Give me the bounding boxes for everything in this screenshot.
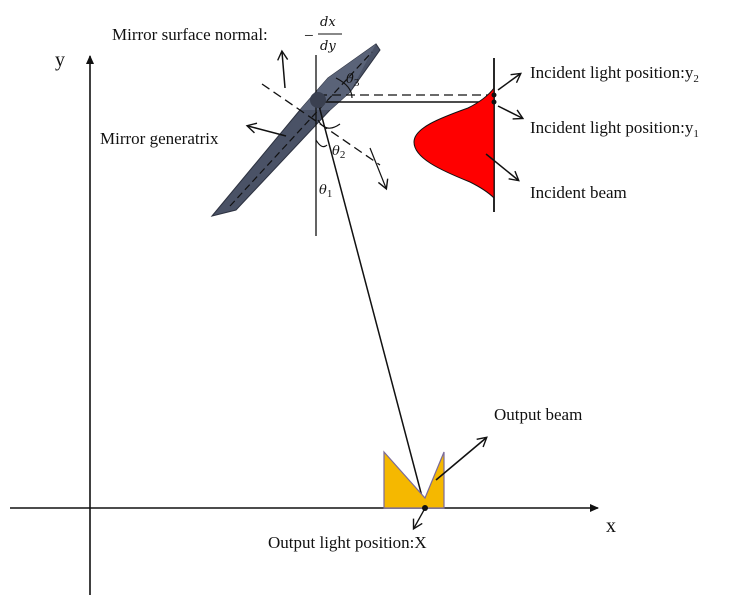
mirror-generatrix-label: Mirror generatrix <box>100 129 219 148</box>
x-axis-label: x <box>606 515 616 537</box>
mirror-normal-arrow <box>277 49 289 89</box>
theta1-arc <box>315 139 328 148</box>
theta2-arc <box>317 119 341 129</box>
output-beam-arrow <box>435 436 488 481</box>
arrow-to-y1-label <box>497 105 525 120</box>
mirror-generatrix-line <box>229 51 373 207</box>
incident-point-y2 <box>491 92 497 98</box>
reflection-point <box>310 92 326 108</box>
incident-y2-label: Incident light position:y2 <box>530 63 699 85</box>
theta1-label: θ1 <box>319 183 332 200</box>
output-position-arrow <box>412 509 425 531</box>
arrow-to-beam-label <box>485 153 520 182</box>
arrow-to-y2-label <box>497 72 522 91</box>
normal-fraction-denominator: dy <box>320 39 336 54</box>
incident-y1-label: Incident light position:y1 <box>530 118 699 140</box>
output-position-label: Output light position:X <box>268 533 427 552</box>
y-axis-label: y <box>55 49 65 71</box>
theta2-label: θ2 <box>332 144 345 161</box>
reflected-ray <box>317 101 426 509</box>
mirror-normal-label: Mirror surface normal: <box>112 25 268 44</box>
output-beam-label: Output beam <box>494 405 582 424</box>
incident-beam-shape <box>413 86 495 200</box>
normal-direction-arrow <box>369 147 389 191</box>
incident-beam-label: Incident beam <box>530 183 627 202</box>
output-point <box>422 505 428 511</box>
theta3-arc <box>335 77 353 99</box>
theta3-label: θ3 <box>346 72 360 89</box>
output-beam-shape <box>383 450 445 509</box>
incident-point-y1 <box>491 99 497 105</box>
mirror-generatrix-arrow <box>245 122 287 137</box>
normal-fraction-numerator: dx <box>320 15 336 30</box>
normal-minus-sign: − <box>304 26 314 45</box>
